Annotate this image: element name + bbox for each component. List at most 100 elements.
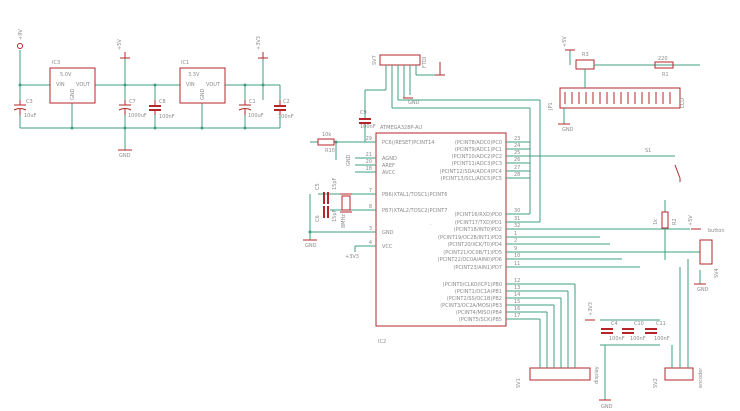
ic1-name: IC1	[181, 60, 189, 66]
cap-c4: C4 100nF	[601, 321, 625, 342]
pin-pd7-num: 11	[514, 261, 520, 267]
connector-sv2: SV2 encoder	[653, 259, 704, 388]
pin-pd4-num: 2	[514, 238, 517, 244]
sv7-label: FTDI	[422, 57, 428, 68]
sv2-label: encoder	[698, 367, 704, 388]
connector-sv1: SV1 display	[516, 284, 600, 388]
cap-c1: C1 100uF	[238, 99, 264, 119]
gnd-label-agnd: GND	[346, 154, 352, 166]
c3-value: 10uF	[24, 113, 37, 119]
mcu-pin-reset-label: PC6(/RESET)PCINT14	[382, 140, 434, 146]
pin-pc3-num: 26	[514, 157, 520, 163]
mcu-pin-reset-num: 29	[366, 136, 372, 142]
pin-pb4-num: 16	[514, 306, 520, 312]
switch-label: S1	[645, 148, 651, 154]
c2-value: 100nF	[278, 114, 294, 120]
sv1-name: SV1	[516, 378, 522, 388]
pin-pc5: (PCINT13/SCL/ADC5)PC5	[441, 176, 503, 182]
crystal-section: GND C5 15pF C6 15pF 8MHz	[303, 177, 352, 249]
vcc-supply: +3V3	[345, 246, 359, 260]
connector-sv4: button SV4 +5V GND	[688, 215, 725, 293]
c4-name: C4	[611, 321, 618, 327]
pin-pc0-num: 23	[514, 136, 520, 142]
ic1-gnd: GND	[200, 88, 206, 100]
pin-pb2: (PCINT2/SS/OC1B)PB2	[447, 296, 502, 302]
pin-pd7: (PCINT23/AIN1)PD7	[453, 265, 502, 271]
pin-pd1: (PCINT17/TXD)PD1	[455, 220, 502, 226]
mcu-ic2: ATMEGA328P-AU IC2 . PC6(/RESET)PCINT14 2…	[310, 125, 700, 345]
supply-3v3: +3V3	[256, 36, 268, 59]
supply-lcd: +5V	[562, 36, 568, 47]
ic1-vout: VOUT	[206, 82, 221, 88]
c11-name: C11	[656, 321, 666, 327]
cap-c6: C6 15pF	[315, 206, 338, 222]
sv4-label: button	[708, 228, 725, 234]
pin-pb5: (PCINT5/SCK)PB5	[459, 317, 502, 323]
ic1-value: 3.3V	[188, 72, 200, 78]
pin-pd3-num: 1	[514, 231, 517, 237]
mcu-pin-gnd-label: GND	[382, 230, 394, 236]
mcu-pin-xtal2-label: PB7(XTAL2/TOSC2)PCINT7	[382, 208, 447, 214]
pin-pb4: (PCINT4/MISO)PB4	[456, 310, 502, 316]
mcu-value: ATMEGA328P-AU	[380, 125, 422, 131]
gnd-label-xtal: GND	[305, 243, 317, 249]
mcu-pin-agnd-num: 21	[366, 152, 372, 158]
connector-sv7: SV7 FTDI GND	[364, 54, 541, 222]
supply-9v: +9V	[17, 29, 24, 49]
pin-pd5-num: 9	[514, 246, 517, 252]
r1-name: R1	[662, 72, 669, 78]
mcu-name: IC2	[378, 339, 386, 345]
pin-pc1: (PCINT9/ADC1)PC1	[455, 147, 502, 153]
pin-pb0: (PCINT0/CLKO/ICP1)PB0	[443, 282, 502, 288]
c6-value: 15pF	[332, 209, 338, 222]
mcu-pin-avcc-num: 18	[366, 166, 372, 172]
mcu-left-pins: PC6(/RESET)PCINT14 29 AGND 21 AREF 20 AV…	[310, 136, 447, 250]
resistor-r10: 10k R10	[310, 132, 338, 160]
gnd-label-decoupling: GND	[601, 404, 613, 410]
gnd-symbol-power: GND	[118, 149, 132, 159]
c10-value: 100nF	[630, 336, 646, 342]
supply-3v3-label: +3V3	[256, 36, 262, 50]
c4-value: 100nF	[609, 336, 625, 342]
pin-pb3-num: 15	[514, 299, 520, 305]
mcu-pin-xtal1-num: 7	[369, 188, 372, 194]
ic3-gnd: GND	[70, 88, 76, 100]
ic3-vin: VIN	[56, 82, 65, 88]
pin-pb2-num: 14	[514, 292, 520, 298]
r10-value: 10k	[322, 132, 331, 138]
mcu-pin-xtal1-label: PB6(XTAL1/TOSC1)PCINT6	[382, 192, 447, 198]
mcu-pin-xtal2-num: 8	[369, 204, 372, 210]
supply-button: +5V	[688, 215, 694, 226]
pin-pd6: (PCINT22/OC0A/AIN0)PD6	[438, 257, 502, 263]
cap-c2: C2 100nF	[274, 99, 294, 120]
pin-pb5-num: 17	[514, 313, 520, 319]
sv7-name: SV7	[372, 55, 378, 65]
pin-pd0-num: 30	[514, 208, 520, 214]
pin-pd0: (PCINT16/RXD)PD0	[454, 212, 502, 218]
gnd-label-ftdi: GND	[408, 100, 420, 106]
c7-value: 1000uF	[128, 113, 147, 119]
jp1-name: JP1	[548, 102, 554, 111]
cap-c8: C8 100nF	[149, 99, 175, 120]
gnd-label-lcd: GND	[562, 127, 574, 133]
crystal-value: 8MHz	[341, 214, 347, 228]
mcu-pin-aref-label: AREF	[382, 163, 395, 169]
resistor-r2: 1k R2	[653, 200, 678, 260]
crystal-q1: 8MHz	[340, 193, 352, 228]
c5-name: C5	[315, 183, 321, 190]
pin-pc2: (PCINT10/ADC2)PC2	[452, 154, 502, 160]
r2-value: 1k	[653, 219, 659, 225]
mcu-pin-vcc-num: 4	[369, 240, 372, 246]
pin-pc2-num: 25	[514, 150, 520, 156]
pin-pd2-num: 32	[514, 223, 520, 229]
pin-pd2: (PCINT18/INT0)PD2	[454, 227, 502, 233]
pin-pc5-num: 28	[514, 172, 520, 178]
c7-name: C7	[129, 99, 136, 105]
c10-name: C10	[634, 321, 644, 327]
c8-value: 100nF	[159, 114, 175, 120]
mcu-pin-agnd-label: AGND	[382, 156, 397, 162]
pin-pc4-num: 27	[514, 165, 520, 171]
pin-pd6-num: 10	[514, 253, 520, 259]
